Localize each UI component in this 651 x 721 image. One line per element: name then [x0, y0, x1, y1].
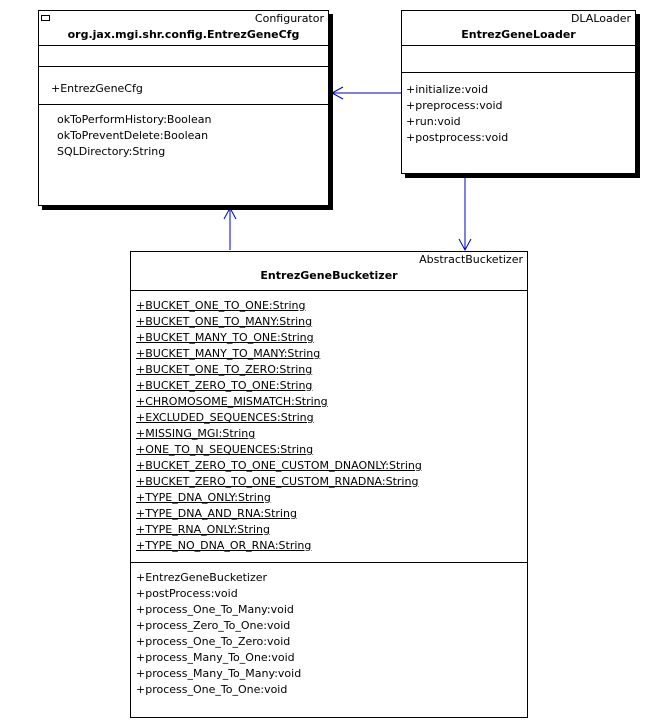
static-attribute: +TYPE_RNA_ONLY:String	[136, 523, 270, 536]
attribute: okToPerformHistory:Boolean	[57, 113, 212, 126]
operations-list: +EntrezGeneBucketizer +postProcess:void …	[136, 570, 301, 698]
operation: +process_One_To_One:void	[136, 683, 288, 696]
compartment-divider	[39, 66, 328, 67]
stereotype-label: DLALoader	[570, 12, 631, 25]
loader-class[interactable]: DLALoader EntrezGeneLoader +initialize:v…	[401, 10, 636, 174]
attributes-list: +BUCKET_ONE_TO_ONE:String +BUCKET_ONE_TO…	[136, 298, 422, 554]
operation: +process_Zero_To_One:void	[136, 619, 291, 632]
static-attribute: +TYPE_DNA_ONLY:String	[136, 491, 271, 504]
operation: +process_Many_To_One:void	[136, 651, 295, 664]
stereotype-label: Configurator	[254, 12, 324, 25]
static-attribute: +BUCKET_ZERO_TO_ONE_CUSTOM_DNAONLY:Strin…	[136, 459, 422, 472]
configurator-class[interactable]: Configurator org.jax.mgi.shr.config.Entr…	[38, 10, 329, 206]
attribute: SQLDirectory:String	[57, 145, 166, 158]
static-attribute: +EXCLUDED_SEQUENCES:String	[136, 411, 314, 424]
static-attribute: +BUCKET_MANY_TO_ONE:String	[136, 331, 314, 344]
attributes-list: okToPerformHistory:Boolean okToPreventDe…	[57, 112, 211, 160]
static-attribute: +CHROMOSOME_MISMATCH:String	[136, 395, 328, 408]
operation: +process_One_To_Many:void	[136, 603, 294, 616]
operation: +process_One_To_Zero:void	[136, 635, 291, 648]
class-name: EntrezGeneLoader	[461, 28, 576, 41]
static-attribute: +ONE_TO_N_SEQUENCES:String	[136, 443, 314, 456]
compartment-divider	[131, 290, 527, 291]
attribute: okToPreventDelete:Boolean	[57, 129, 209, 142]
static-attribute: +BUCKET_ONE_TO_ONE:String	[136, 299, 306, 312]
operation: +postProcess:void	[136, 587, 238, 600]
operation: +run:void	[406, 115, 461, 128]
operation: +postprocess:void	[406, 131, 509, 144]
compartment-divider	[39, 45, 328, 46]
operation: +preprocess:void	[406, 99, 503, 112]
package-icon	[41, 15, 50, 21]
compartment-divider	[402, 72, 635, 73]
static-attribute: +BUCKET_ZERO_TO_ONE:String	[136, 379, 313, 392]
operation: +process_Many_To_Many:void	[136, 667, 302, 680]
bucketizer-to-configurator-arrowhead	[223, 206, 237, 220]
operations-list: +EntrezGeneCfg	[51, 81, 143, 97]
static-attribute: +MISSING_MGI:String	[136, 427, 256, 440]
compartment-divider	[402, 45, 635, 46]
operation: +initialize:void	[406, 83, 489, 96]
loader-to-configurator-arrowhead	[330, 86, 344, 100]
stereotype-label: AbstractBucketizer	[419, 253, 523, 266]
operation: +EntrezGeneBucketizer	[136, 571, 268, 584]
static-attribute: +TYPE_DNA_AND_RNA:String	[136, 507, 297, 520]
bucketizer-class[interactable]: AbstractBucketizer EntrezGeneBucketizer …	[130, 251, 528, 718]
static-attribute: +BUCKET_MANY_TO_MANY:String	[136, 347, 321, 360]
static-attribute: +TYPE_NO_DNA_OR_RNA:String	[136, 539, 312, 552]
operations-list: +initialize:void +preprocess:void +run:v…	[406, 82, 508, 146]
static-attribute: +BUCKET_ONE_TO_MANY:String	[136, 315, 313, 328]
compartment-divider	[131, 562, 527, 563]
class-name: EntrezGeneBucketizer	[260, 269, 398, 282]
compartment-divider	[39, 104, 328, 105]
loader-to-bucketizer-arrowhead	[458, 238, 472, 252]
class-name: org.jax.mgi.shr.config.EntrezGeneCfg	[67, 28, 300, 41]
operation: +EntrezGeneCfg	[51, 82, 143, 95]
static-attribute: +BUCKET_ZERO_TO_ONE_CUSTOM_RNADNA:String	[136, 475, 419, 488]
static-attribute: +BUCKET_ONE_TO_ZERO:String	[136, 363, 313, 376]
